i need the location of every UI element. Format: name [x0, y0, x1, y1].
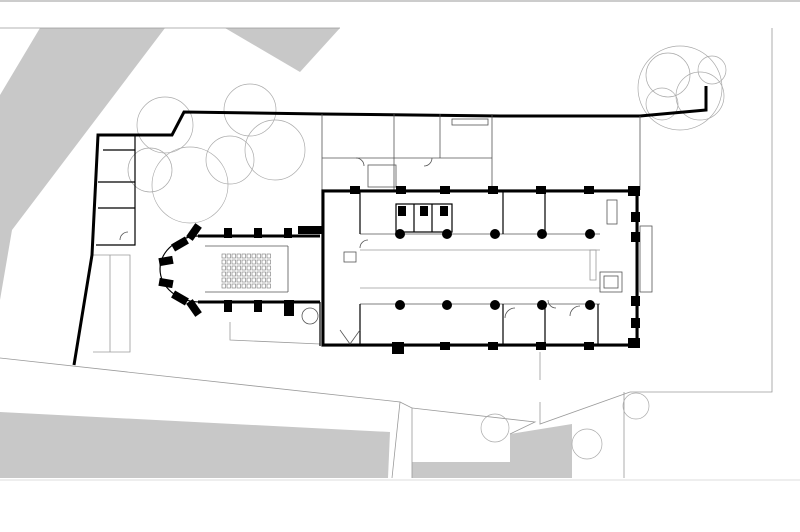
chapel-seat: [266, 271, 271, 277]
chapel-seat: [226, 265, 231, 271]
nave: [321, 189, 653, 347]
site-line-east: [630, 28, 773, 393]
chapel-seat: [266, 283, 271, 289]
chapel-seat: [221, 259, 226, 265]
tree-south: [480, 392, 650, 460]
chapel-seat: [236, 259, 241, 265]
west-outbuilding: [96, 134, 136, 246]
site-line-south-3: [411, 407, 537, 435]
outbuilding-outline: [96, 134, 136, 246]
chapel-seat: [261, 265, 266, 271]
neighbour-building-northwest: [0, 28, 165, 300]
chapel-seat: [241, 253, 246, 259]
neighbour-building-south: [0, 412, 390, 478]
chapel-seat: [246, 283, 251, 289]
chapel-seat: [236, 253, 241, 259]
chapel-seat: [266, 265, 271, 271]
chapel-seat: [236, 277, 241, 283]
gate-line: [229, 322, 321, 345]
chapel-seat: [241, 265, 246, 271]
annex-outline: [321, 114, 493, 191]
chapel-seat: [261, 277, 266, 283]
apse-chapel: [158, 223, 322, 346]
chapel-seat: [221, 253, 226, 259]
nave-buttresses: [350, 186, 640, 354]
chapel-seat: [266, 253, 271, 259]
door-swings: [119, 157, 581, 345]
chapel-seat: [231, 265, 236, 271]
chapel-seat: [226, 277, 231, 283]
chapel-seat: [251, 271, 256, 277]
chapel-seat: [261, 271, 266, 277]
chapel-seat: [231, 277, 236, 283]
chapel-seat: [221, 283, 226, 289]
chapel-seat: [246, 253, 251, 259]
chapel-seat: [226, 259, 231, 265]
chapel-seat: [256, 277, 261, 283]
chapel-seat: [241, 259, 246, 265]
chapel-seat: [256, 271, 261, 277]
toilet-block: [395, 203, 453, 233]
nave-outer-outline: [321, 189, 639, 347]
chapel-seat: [251, 277, 256, 283]
chapel-seat: [256, 253, 261, 259]
chapel-seat: [236, 283, 241, 289]
nave-columns: [395, 229, 595, 310]
chapel-seat: [251, 283, 256, 289]
site-line-south-2: [399, 401, 413, 478]
chapel-seat: [261, 253, 266, 259]
chapel-seat: [241, 277, 246, 283]
chapel-seat: [221, 265, 226, 271]
chapel-seat: [251, 253, 256, 259]
chapel-seat: [251, 259, 256, 265]
neighbour-buildings: [0, 28, 572, 478]
tree-cluster-courtyard: [127, 83, 306, 224]
chapel-seating: [221, 253, 271, 289]
east-screen: [639, 225, 653, 293]
chapel-seat: [241, 271, 246, 277]
chapel-seat: [221, 277, 226, 283]
chapel-seat: [231, 253, 236, 259]
chapel-seat: [246, 265, 251, 271]
tree-cluster-northeast: [637, 45, 727, 131]
altar: [599, 271, 623, 293]
chapel-seat: [241, 283, 246, 289]
chapel-seat: [236, 271, 241, 277]
chapel-seat: [231, 271, 236, 277]
chapel-seat: [226, 271, 231, 277]
chapel-seat: [226, 253, 231, 259]
chapel-seat: [256, 265, 261, 271]
spiral-stair: [301, 307, 319, 325]
chapel-seat: [246, 271, 251, 277]
yard-boundary: [93, 254, 131, 353]
site-context-lines: [0, 27, 773, 479]
chapel-seat: [261, 259, 266, 265]
chapel-seat: [221, 271, 226, 277]
chapel-seat: [266, 277, 271, 283]
chapel-seat: [251, 265, 256, 271]
neighbour-building-southeast: [412, 424, 572, 478]
chapel-seat: [266, 259, 271, 265]
chapel-seat: [261, 283, 266, 289]
chapel-seat: [246, 259, 251, 265]
site-line-street: [539, 391, 631, 425]
neighbour-building-north: [225, 28, 340, 72]
chapel-seat: [236, 265, 241, 271]
trees: [127, 45, 727, 460]
north-annex: [321, 114, 641, 191]
chapel-seat: [231, 259, 236, 265]
chapel-seat: [226, 283, 231, 289]
chapel-seat: [256, 283, 261, 289]
chapel-seat: [231, 283, 236, 289]
chapel-seat: [256, 259, 261, 265]
chapel-seat: [246, 277, 251, 283]
boundary-wall: [72, 86, 708, 366]
